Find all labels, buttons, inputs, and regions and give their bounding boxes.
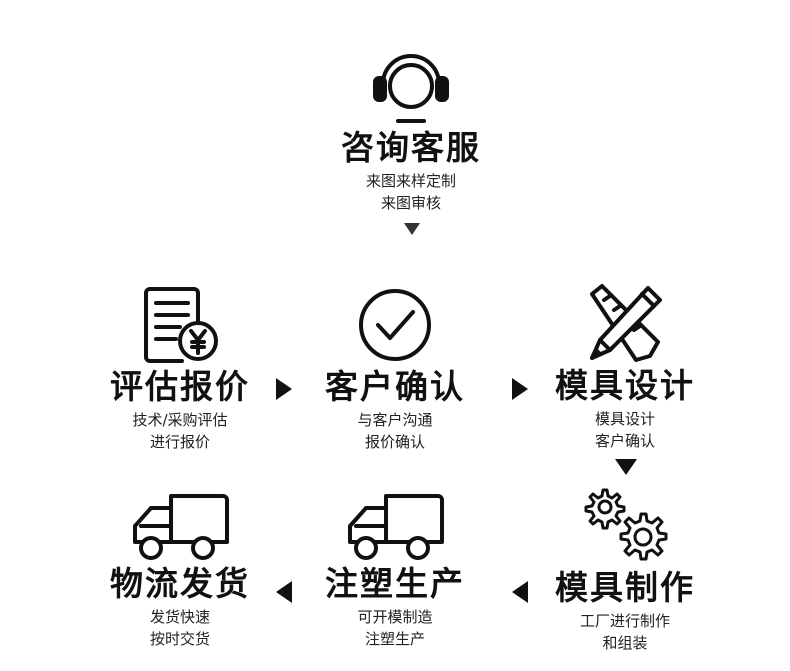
arrow-left	[276, 581, 292, 603]
arrow-down	[404, 223, 420, 235]
step-title: 物流发货	[110, 564, 250, 603]
step-detail: 来图来样定制	[365, 172, 456, 190]
step-detail: 技术/采购评估	[132, 411, 228, 429]
step-title: 客户确认	[325, 367, 465, 406]
step-design: 模具设计 模具设计 客户确认	[540, 282, 710, 452]
step-detail: 报价确认	[364, 433, 425, 451]
step-detail: 可开模制造	[357, 608, 433, 626]
step-detail: 和组装	[602, 634, 648, 652]
step-ship: 物流发货 发货快速 按时交货	[95, 488, 265, 650]
step-detail: 进行报价	[149, 433, 210, 451]
arrow-left	[512, 581, 528, 603]
step-detail: 模具设计	[594, 410, 655, 428]
gears-icon	[584, 488, 668, 561]
truck-icon	[133, 494, 229, 560]
step-title: 模具设计	[555, 366, 695, 405]
step-detail: 与客户沟通	[357, 411, 433, 429]
arrow-right	[512, 378, 528, 400]
pencil-ruler-icon	[590, 284, 662, 362]
step-title: 咨询客服	[341, 128, 481, 167]
arrow-down	[615, 459, 637, 475]
truck-icon	[348, 494, 444, 560]
step-detail: 按时交货	[149, 630, 210, 648]
step-inject: 注塑生产 可开模制造 注塑生产	[310, 488, 480, 650]
headset-icon	[373, 54, 449, 123]
step-quote: 评估报价 技术/采购评估 进行报价	[95, 285, 265, 453]
step-mold: 模具制作 工厂进行制作 和组装	[540, 484, 710, 654]
step-confirm: 客户确认 与客户沟通 报价确认	[310, 285, 480, 453]
step-title: 模具制作	[555, 568, 695, 607]
step-detail: 工厂进行制作	[579, 612, 670, 630]
step-detail: 注塑生产	[364, 630, 425, 648]
arrow-right	[276, 378, 292, 400]
step-consult: 咨询客服 来图来样定制 来图审核	[311, 40, 511, 214]
step-detail: 客户确认	[594, 432, 655, 450]
step-title: 注塑生产	[325, 564, 465, 603]
step-detail: 发货快速	[149, 608, 210, 626]
step-title: 评估报价	[110, 367, 250, 406]
invoice-yen-icon	[144, 287, 218, 363]
check-circle-icon	[359, 289, 431, 361]
step-detail: 来图审核	[380, 194, 441, 212]
